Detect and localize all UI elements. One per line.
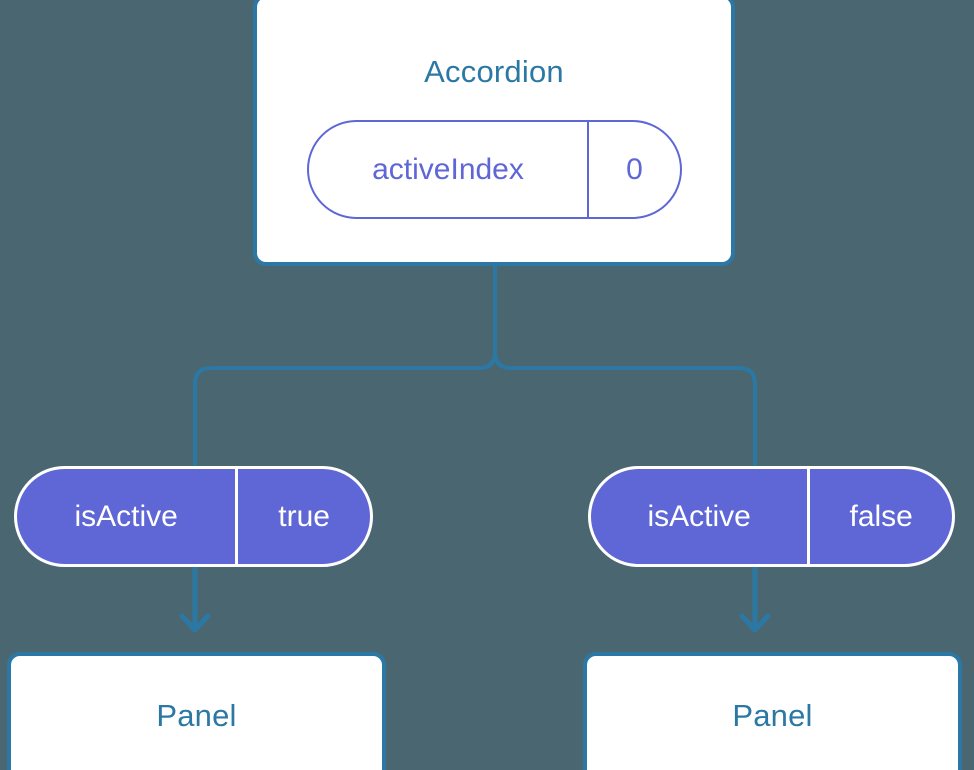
prop-badge-is-active-true-value: true <box>235 469 370 564</box>
arrow-left-pill-to-panel <box>179 565 211 633</box>
prop-badge-is-active-false[interactable]: isActive false <box>588 466 955 567</box>
arrow-right-pill-to-panel <box>739 565 771 633</box>
panel-component-card-right[interactable]: Panel <box>583 652 962 770</box>
prop-badge-is-active-true-key: isActive <box>74 499 178 533</box>
prop-badge-is-active-false-key: isActive <box>647 499 751 533</box>
panel-title-right: Panel <box>732 698 813 733</box>
prop-badge-is-active-false-value: false <box>807 469 952 564</box>
state-badge-active-index-value: 0 <box>586 122 680 217</box>
accordion-title: Accordion <box>424 54 564 89</box>
state-badge-active-index-key: activeIndex <box>372 152 524 186</box>
panel-title-left: Panel <box>156 698 237 733</box>
prop-badge-is-active-true[interactable]: isActive true <box>14 466 373 567</box>
connector-root-to-right-pill <box>493 264 757 470</box>
state-badge-active-index[interactable]: activeIndex 0 <box>307 120 682 219</box>
panel-component-card-left[interactable]: Panel <box>7 652 386 770</box>
connector-root-to-left-pill <box>193 264 497 470</box>
